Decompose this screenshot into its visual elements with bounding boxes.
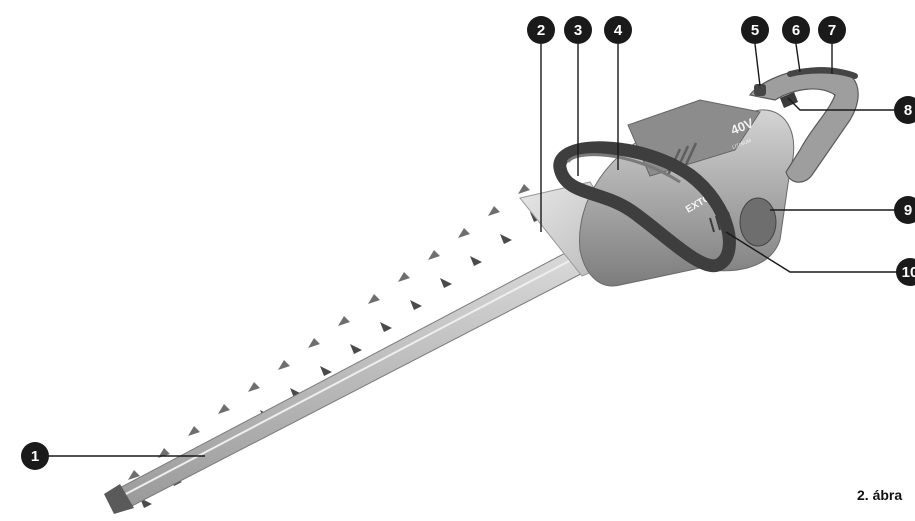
blade-ridge <box>122 248 594 496</box>
callout-1: 1 <box>21 442 49 470</box>
leader-line-6 <box>796 44 800 72</box>
blade-bar <box>112 240 604 508</box>
leader-line-5 <box>755 44 760 86</box>
figure-caption: 2. ábra <box>857 487 902 503</box>
svg-text:6: 6 <box>792 22 800 39</box>
svg-text:5: 5 <box>751 22 759 39</box>
callout-9: 9 <box>894 196 915 224</box>
svg-text:8: 8 <box>904 102 912 119</box>
callout-10: 10 <box>896 258 915 286</box>
side-cover <box>740 198 776 246</box>
blade-teeth-upper <box>128 184 530 480</box>
svg-text:10: 10 <box>902 264 915 281</box>
callout-6: 6 <box>782 16 810 44</box>
callout-8: 8 <box>894 96 915 124</box>
callout-2: 2 <box>527 16 555 44</box>
svg-text:9: 9 <box>904 202 912 219</box>
svg-text:3: 3 <box>574 22 582 39</box>
svg-text:4: 4 <box>614 22 623 39</box>
callout-3: 3 <box>564 16 592 44</box>
callout-4: 4 <box>604 16 632 44</box>
svg-text:1: 1 <box>31 448 39 465</box>
svg-text:7: 7 <box>828 22 836 39</box>
callout-7: 7 <box>818 16 846 44</box>
svg-text:2: 2 <box>537 22 545 39</box>
blade <box>104 184 604 514</box>
callout-5: 5 <box>741 16 769 44</box>
